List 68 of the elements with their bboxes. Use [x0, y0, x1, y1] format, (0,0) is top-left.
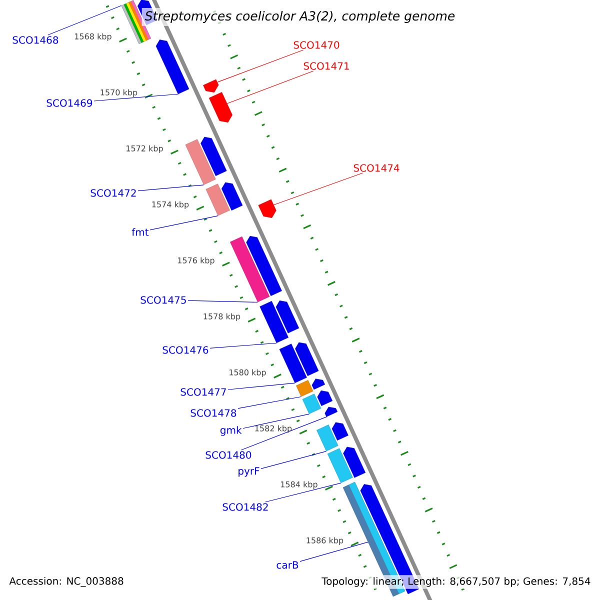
gene-block	[317, 390, 333, 406]
gene-bar	[206, 184, 230, 216]
leader-line	[226, 70, 314, 104]
gene-block	[276, 300, 300, 334]
gene-label: SCO1476	[162, 346, 208, 354]
leader-line	[242, 414, 310, 429]
tick-label: 1576 kbp	[178, 257, 214, 265]
leader-line	[260, 451, 327, 470]
gene-block	[324, 406, 338, 417]
leader-line	[150, 216, 218, 230]
gene-block	[203, 79, 219, 93]
leader-line	[94, 94, 179, 102]
gene-bar	[185, 139, 216, 185]
gene-label: SCO1469	[46, 99, 92, 107]
title: Streptomyces coelicolor A3(2), complete genome	[142, 8, 458, 26]
gene-bar	[230, 236, 270, 302]
leader-line	[274, 172, 363, 206]
leader-line	[217, 50, 304, 82]
gene-label: SCO1470	[294, 41, 340, 49]
leader-line	[241, 416, 327, 450]
gene-label: gmk	[220, 426, 242, 436]
gene-label: SCO1474	[354, 164, 400, 172]
gene-bar	[279, 344, 307, 384]
footer-text: Accession: NC_003888	[7, 575, 126, 589]
gene-block	[246, 236, 282, 296]
gene-bar	[260, 301, 289, 344]
gene-label: pyrF	[238, 467, 260, 477]
tick-label: 1580 kbp	[230, 369, 266, 377]
tick-label: 1574 kbp	[152, 201, 189, 209]
tick-label: 1578 kbp	[204, 313, 240, 321]
gene-block	[312, 378, 325, 390]
leader-line	[265, 482, 342, 502]
gene-block	[222, 182, 243, 211]
tick-label: 1572 kbp	[126, 145, 163, 153]
leader-line	[138, 184, 204, 192]
gene-block	[200, 136, 227, 176]
tick-label: 1568 kbp	[75, 33, 112, 41]
leader-line	[48, 5, 122, 36]
tick-label: 1582 kbp	[255, 425, 292, 433]
gene-block	[208, 92, 232, 123]
tick-label: 1584 kbp	[281, 481, 318, 489]
gene-label: SCO1468	[12, 36, 58, 44]
gene-block	[332, 422, 348, 441]
gene-label: SCO1472	[90, 189, 136, 197]
gene-label: SCO1475	[140, 296, 186, 304]
gene-bar	[302, 394, 322, 414]
gene-bar	[327, 448, 353, 484]
leader-line	[188, 300, 258, 302]
gene-label: SCO1482	[222, 503, 268, 511]
leader-line	[300, 542, 368, 562]
tick-label: 1586 kbp	[306, 537, 344, 545]
gene-bar	[316, 424, 338, 452]
gene-label: SCO1478	[190, 409, 236, 417]
footer-text: Topology: linear; Length: 8,667,507 bp; Genes: 7,854	[320, 575, 593, 589]
gene-label: carB	[276, 561, 298, 569]
gene-block	[258, 199, 276, 218]
gene-label: fmt	[132, 228, 149, 236]
tick-label: 1570 kbp	[100, 89, 138, 97]
gene-label: SCO1480	[206, 451, 252, 459]
gene-block	[156, 40, 190, 94]
gene-label: SCO1471	[304, 62, 349, 70]
gene-block	[295, 342, 319, 376]
leader-line	[238, 396, 302, 409]
leader-line	[228, 382, 296, 390]
leader-line	[210, 342, 277, 348]
gene-block	[343, 446, 366, 478]
gene-label: SCO1477	[180, 388, 226, 396]
gene-bar	[296, 380, 314, 397]
